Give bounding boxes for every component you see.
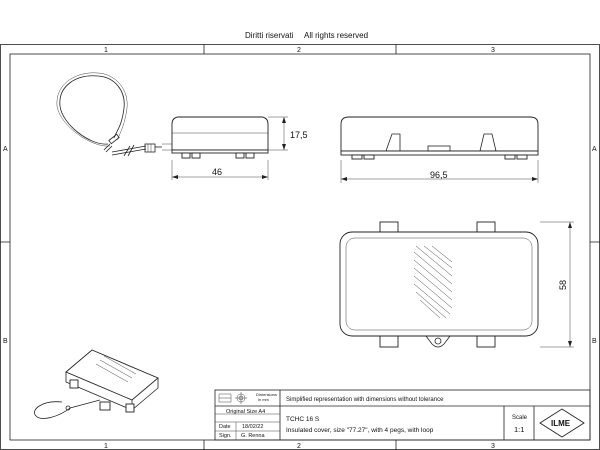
scale-value: 1:1 <box>514 425 524 434</box>
zone-column-3-bottom: 3 <box>491 443 495 450</box>
zone-column-1-bottom: 1 <box>104 443 108 450</box>
scale-label: Scale <box>512 415 528 421</box>
date-label: Date <box>219 424 231 430</box>
part-code: TCHC 16 S <box>286 416 320 423</box>
sign-value: G. Renna <box>241 433 265 439</box>
date-value: 18/02/22 <box>242 424 263 430</box>
dimension-top-height: 58 <box>558 280 568 290</box>
ilme-logo-icon <box>539 408 585 438</box>
dimensions-unit-label: Dimensions in mm <box>256 392 278 402</box>
logo-text: ILME <box>551 419 571 428</box>
tolerance-note: Simplified representation with dimension… <box>286 397 444 403</box>
dimension-front-width: 96,5 <box>430 170 448 180</box>
dimension-side-width: 46 <box>212 167 222 177</box>
front-view <box>340 116 539 183</box>
top-view <box>339 221 574 348</box>
loop-lanyard-view <box>56 72 162 157</box>
dimensions-unit-line-2: in mm <box>258 397 270 402</box>
side-view <box>162 116 288 180</box>
sign-label: Sign. <box>219 433 232 439</box>
zone-row-b-left: B <box>3 338 8 345</box>
dimensions-unit-line-1: Dimensions <box>256 392 277 397</box>
zone-column-1-top: 1 <box>104 47 108 54</box>
projection-symbol-icon <box>218 392 247 404</box>
isometric-view <box>34 349 159 419</box>
zone-column-2-bottom: 2 <box>297 443 301 450</box>
rights-reserved-italian: Diritti riservati <box>245 31 294 40</box>
part-description: Insulated cover, size "77.27", with 4 pe… <box>286 427 434 434</box>
zone-row-a-left: A <box>3 146 8 153</box>
zone-column-3-top: 3 <box>491 47 495 54</box>
zone-row-a-right: A <box>592 146 597 153</box>
rights-reserved-english: All rights reserved <box>304 31 368 40</box>
original-size: Original Size A4 <box>226 409 265 415</box>
title-block <box>214 389 591 441</box>
zone-row-b-right: B <box>592 338 597 345</box>
dimension-side-height: 17,5 <box>290 130 308 140</box>
zone-column-2-top: 2 <box>297 47 301 54</box>
